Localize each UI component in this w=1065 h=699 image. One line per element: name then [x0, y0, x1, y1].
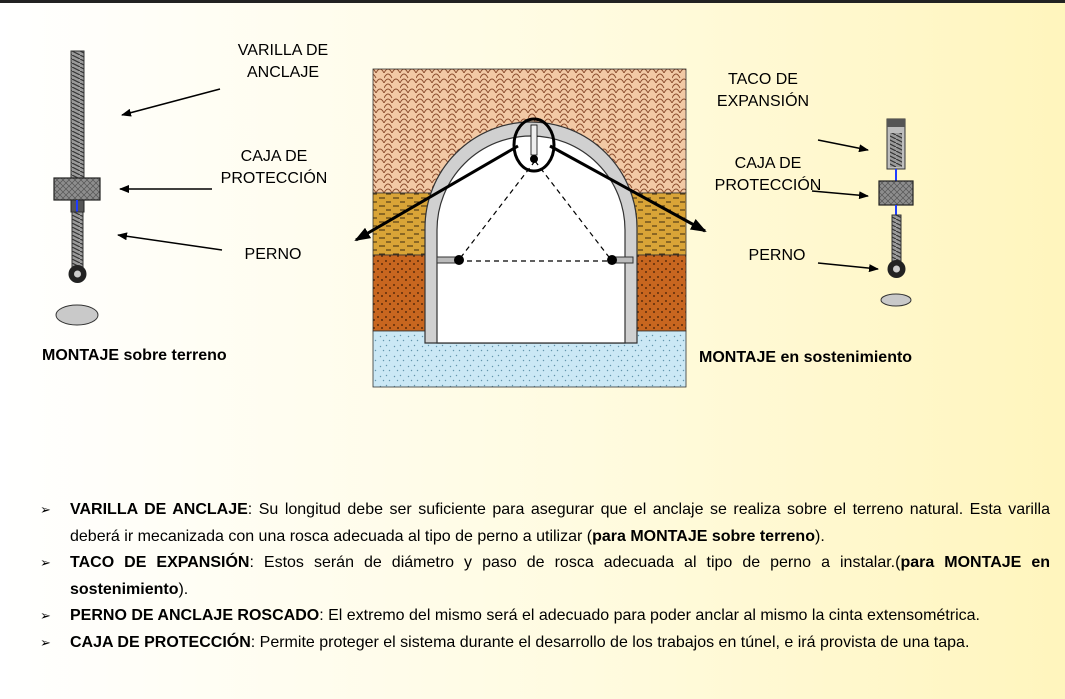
caption-montaje-sostenimiento: MONTAJE en sostenimiento	[699, 348, 912, 368]
arrow-perno-left	[117, 232, 223, 251]
note-term: TACO DE EXPANSIÓN	[70, 554, 250, 571]
bullet-arrow-icon: ➢	[40, 555, 51, 570]
bullet-arrow-icon: ➢	[40, 608, 51, 623]
notes-list: ➢ VARILLA DE ANCLAJE: Su longitud debe se…	[40, 497, 1050, 656]
extensometer-diagram	[53, 50, 914, 388]
caption-rest: sobre terreno	[119, 347, 227, 364]
label-caja-proteccion-left: CAJA DE PROTECCIÓN	[212, 146, 336, 190]
caption-bold: MONTAJE	[42, 347, 120, 364]
arrow-caja-right	[811, 190, 869, 200]
list-item: ➢ TACO DE EXPANSIÓN: Estos serán de diáme…	[40, 550, 1050, 603]
note-bold: para MONTAJE sobre terreno	[592, 527, 815, 545]
note-text-end: ).	[178, 580, 189, 598]
protection-box-left	[53, 177, 101, 201]
label-perno-left: PERNO	[244, 246, 302, 263]
label-line: CAJA DE	[734, 155, 802, 172]
left-anchor-assembly	[53, 50, 101, 326]
crown-anchor-circle	[512, 117, 556, 173]
note-text-end: ).	[814, 527, 825, 545]
tunnel-opening	[436, 135, 626, 344]
label-line: PROTECCIÓN	[714, 177, 822, 194]
note-term: PERNO DE ANCLAJE ROSCADO	[70, 607, 320, 624]
cover-lid-left	[55, 304, 99, 326]
note-text: : El extremo del mismo será el adecuado …	[319, 607, 980, 624]
label-varilla-de-anclaje: VARILLA DE ANCLAJE	[228, 40, 338, 84]
protection-box-right	[878, 180, 914, 206]
note-text: : Su longitud debe ser suficiente para a…	[70, 501, 1050, 545]
bolt-left	[71, 211, 84, 269]
label-line: TACO DE	[728, 71, 798, 88]
list-item: ➢ CAJA DE PROTECCIÓN: Permite proteger el…	[40, 630, 1050, 657]
list-item: ➢ VARILLA DE ANCLAJE: Su longitud debe se…	[40, 497, 1050, 550]
label-line: CAJA DE	[240, 148, 308, 165]
bullet-arrow-icon: ➢	[40, 634, 51, 650]
wall-anchor-left	[454, 255, 464, 265]
arrow-varilla	[121, 88, 221, 117]
caption-montaje-terreno: MONTAJE sobre terreno	[42, 346, 227, 366]
caption-rest: en sostenimiento	[776, 349, 913, 366]
arrow-tunnel-left	[354, 144, 519, 242]
note-text: : Estos serán de diámetro y paso de rosc…	[249, 554, 901, 571]
note-text: : Permite proteger el sistema durante el…	[250, 633, 970, 651]
bolt-right	[891, 214, 902, 262]
wall-anchor-right	[607, 255, 617, 265]
label-line: PROTECCIÓN	[220, 170, 328, 187]
bullet-arrow-icon: ➢	[40, 502, 51, 517]
note-term: VARILLA DE ANCLAJE	[70, 501, 248, 518]
label-line: VARILLA DE	[237, 42, 329, 59]
label-perno-right: PERNO	[748, 247, 806, 264]
label-taco-de-expansion: TACO DE EXPANSIÓN	[708, 69, 818, 113]
label-caja-proteccion-right: CAJA DE PROTECCIÓN	[706, 153, 830, 197]
label-line: EXPANSIÓN	[716, 93, 810, 110]
tunnel-cross-section	[354, 68, 707, 388]
note-term: CAJA DE PROTECCIÓN	[70, 633, 251, 651]
right-anchor-assembly	[878, 118, 914, 307]
note-bold: para MONTAJE en sostenimiento	[70, 554, 1051, 598]
list-item: ➢ PERNO DE ANCLAJE ROSCADO: El extremo de…	[40, 603, 1050, 630]
label-line: ANCLAJE	[246, 64, 320, 81]
cover-lid-right	[880, 293, 912, 307]
arrow-perno-right	[817, 262, 879, 273]
arrow-tunnel-right	[549, 144, 707, 233]
arrow-taco	[817, 139, 869, 153]
anchor-rod	[70, 50, 85, 180]
caption-bold: MONTAJE	[699, 349, 777, 366]
